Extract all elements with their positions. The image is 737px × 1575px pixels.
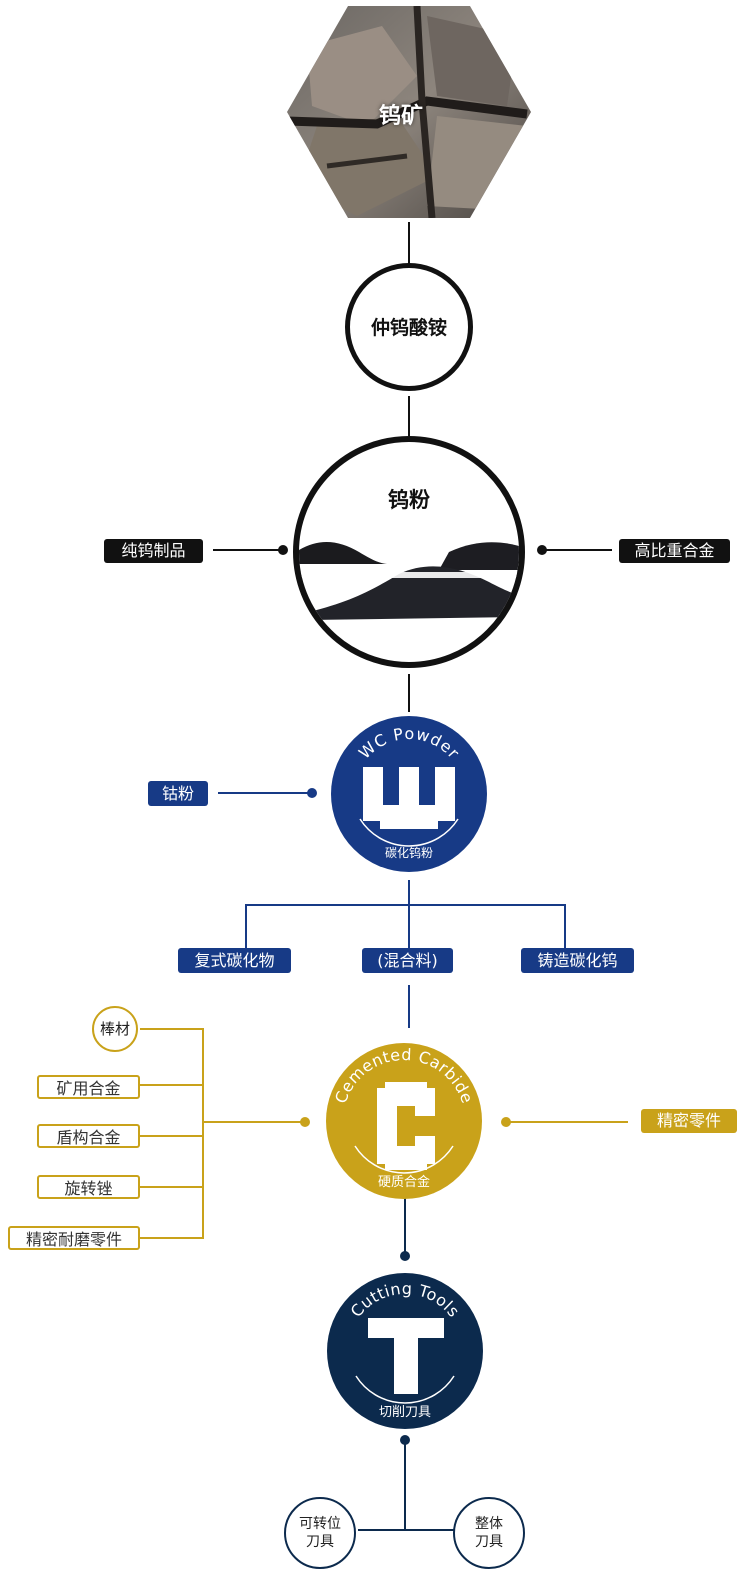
indexable-tools-circle xyxy=(284,1497,356,1569)
shield-alloy-tag: 盾构合金 xyxy=(37,1124,140,1148)
powder-pile-image xyxy=(299,541,519,620)
solid-tools-line1: 整体 xyxy=(475,1516,503,1532)
cc-badge-background xyxy=(326,1043,482,1199)
cutting-tools-badge: Cutting Tools 切削刀具 xyxy=(327,1273,483,1429)
solid-tools-line2: 刀具 xyxy=(475,1534,503,1550)
indexable-tools-line2: 刀具 xyxy=(306,1534,334,1550)
apt-circle xyxy=(345,263,473,391)
precision-wear-parts-tag: 精密耐磨零件 xyxy=(8,1226,140,1250)
rod-circle xyxy=(92,1006,138,1052)
connector-carbide-bracket xyxy=(140,1028,204,1239)
wc-w-glyph xyxy=(363,767,455,829)
connector-dot xyxy=(400,1251,410,1261)
heavy-alloy-tag: 高比重合金 xyxy=(619,539,730,563)
wc-output-complex-carbide: 复式碳化物 xyxy=(178,948,291,973)
connector-dot xyxy=(400,1435,410,1445)
connector-dot xyxy=(278,545,288,555)
apt-label: 仲钨酸铵 xyxy=(370,317,447,339)
connector-dot xyxy=(307,788,317,798)
cc-c-glyph xyxy=(377,1082,435,1170)
ct-bottom-text: 切削刀具 xyxy=(379,1405,431,1420)
connector-dot xyxy=(537,545,547,555)
connector-wc-branches xyxy=(245,904,566,948)
connector-dot xyxy=(501,1117,511,1127)
ct-t-glyph xyxy=(368,1318,444,1394)
mining-alloy-tag: 矿用合金 xyxy=(37,1075,140,1099)
pure-tungsten-tag: 纯钨制品 xyxy=(104,539,203,563)
solid-tools-circle xyxy=(453,1497,525,1569)
cemented-carbide-badge: Cemented Carbide 硬质合金 xyxy=(326,1043,482,1199)
rod-label: 棒材 xyxy=(99,1020,130,1038)
wc-output-mixture: (混合料) xyxy=(362,948,453,973)
indexable-tools-line1: 可转位 xyxy=(299,1516,341,1532)
cobalt-powder-tag: 钴粉 xyxy=(148,781,208,806)
cc-badge-ring xyxy=(354,1145,454,1174)
rotary-burr-tag: 旋转锉 xyxy=(37,1175,140,1199)
ore-label: 钨矿 xyxy=(379,104,424,129)
ct-badge-ring xyxy=(355,1375,455,1404)
cc-bottom-text: 硬质合金 xyxy=(378,1174,430,1190)
wc-badge-ring xyxy=(359,818,459,847)
tungsten-powder-label: 钨粉 xyxy=(388,488,430,512)
wc-bottom-text: 碳化钨粉 xyxy=(385,845,433,860)
ore-rock-image xyxy=(287,6,531,218)
precision-parts-tag: 精密零件 xyxy=(641,1109,737,1133)
ore-hexagon: 钨矿 xyxy=(287,6,531,218)
wc-powder-badge: WC Powder 碳化钨粉 xyxy=(331,716,487,872)
wc-output-cast-carbide: 铸造碳化钨 xyxy=(521,948,634,973)
connector-dot xyxy=(300,1117,310,1127)
tungsten-powder-circle xyxy=(293,436,525,668)
